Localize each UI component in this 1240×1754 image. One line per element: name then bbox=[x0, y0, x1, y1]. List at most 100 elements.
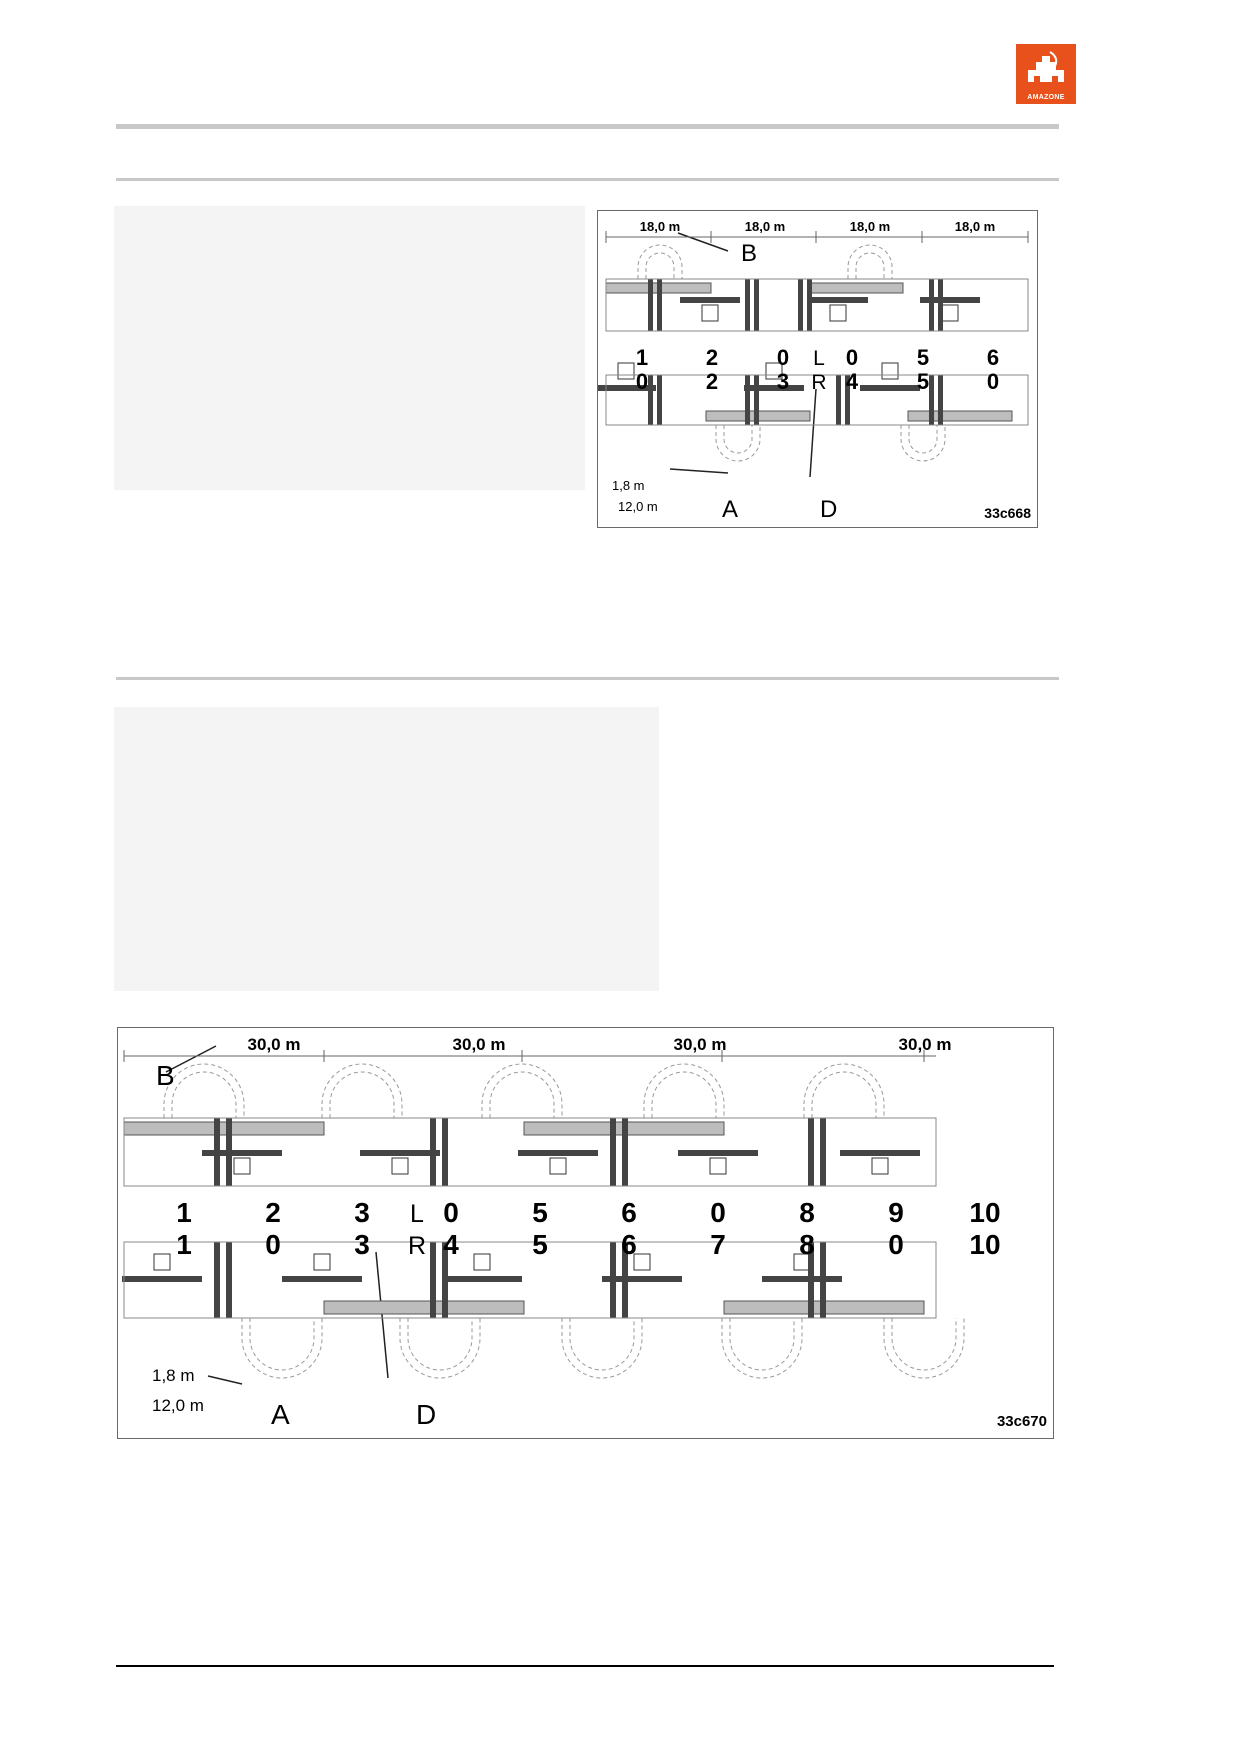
tramline bbox=[938, 279, 943, 331]
drill-bar bbox=[808, 297, 868, 303]
figure-tramline-30m: 30,0 m 30,0 m 30,0 m 30,0 m 1 2 3 L 0 5 … bbox=[117, 1027, 1054, 1439]
tractor-icon bbox=[233, 1157, 251, 1175]
tractor-icon bbox=[701, 304, 719, 322]
label-a: A bbox=[722, 496, 738, 523]
turn-track bbox=[729, 1318, 795, 1371]
tractor-icon bbox=[829, 304, 847, 322]
section-rule-1 bbox=[116, 178, 1059, 181]
tramline bbox=[836, 375, 841, 425]
tram-count: 1 bbox=[176, 1229, 192, 1260]
tractor-icon bbox=[153, 1253, 171, 1271]
tramline bbox=[929, 375, 934, 425]
side-label-r: R bbox=[408, 1232, 426, 1260]
drill-bar bbox=[602, 1276, 682, 1282]
tram-count: 2 bbox=[706, 345, 718, 370]
field-strip bbox=[123, 1241, 937, 1319]
width-label: 18,0 m bbox=[955, 219, 995, 234]
tram-count: 8 bbox=[799, 1197, 815, 1228]
label-a: A bbox=[271, 1399, 290, 1430]
tramline-diagram: 18,0 m 18,0 m 18,0 m 18,0 m 1 2 0 L 0 5 … bbox=[598, 219, 1031, 523]
width-label: 18,0 m bbox=[745, 219, 785, 234]
tram-count: 6 bbox=[621, 1229, 637, 1260]
tram-count: 2 bbox=[706, 369, 718, 394]
sprayer-boom bbox=[907, 410, 1013, 422]
leader-line bbox=[207, 1375, 243, 1385]
leader-line bbox=[375, 1251, 389, 1379]
turn-track bbox=[847, 244, 893, 279]
tramline bbox=[622, 1242, 628, 1318]
tramline bbox=[929, 279, 934, 331]
drill-bar bbox=[598, 385, 656, 391]
turn-track bbox=[651, 1071, 717, 1118]
tramline bbox=[820, 1242, 826, 1318]
sprayer-boom bbox=[123, 1121, 325, 1136]
tram-count: 0 bbox=[636, 369, 648, 394]
drill-bar bbox=[202, 1150, 282, 1156]
label-b: B bbox=[741, 240, 757, 267]
tramline bbox=[648, 375, 653, 425]
tramline bbox=[754, 279, 759, 331]
tramline bbox=[807, 279, 812, 331]
tractor-icon bbox=[941, 304, 959, 322]
turn-track bbox=[407, 1318, 473, 1371]
drill-bar bbox=[762, 1276, 842, 1282]
tram-count: 10 bbox=[969, 1197, 1000, 1228]
tramline bbox=[820, 1118, 826, 1186]
tram-count: 0 bbox=[265, 1229, 281, 1260]
tramline bbox=[226, 1242, 232, 1318]
amazone-logo: AMAZONE bbox=[1016, 44, 1076, 104]
dim-large-label: 12,0 m bbox=[618, 499, 658, 514]
width-label: 18,0 m bbox=[640, 219, 680, 234]
drill-bar bbox=[282, 1276, 362, 1282]
turn-track bbox=[399, 1318, 481, 1379]
figure-tramline-18m: 18,0 m 18,0 m 18,0 m 18,0 m 1 2 0 L 0 5 … bbox=[597, 210, 1038, 528]
figure-id: 33c668 bbox=[984, 505, 1031, 521]
header-rule bbox=[116, 124, 1059, 129]
turn-track bbox=[329, 1071, 395, 1118]
leader-line bbox=[677, 232, 729, 252]
drill-bar bbox=[744, 385, 804, 391]
turn-track bbox=[569, 1318, 635, 1371]
tramline bbox=[845, 375, 850, 425]
logo-text: AMAZONE bbox=[1027, 94, 1065, 101]
tram-count: 0 bbox=[777, 345, 789, 370]
tractor-icon bbox=[881, 362, 899, 380]
sprayer-boom bbox=[323, 1300, 525, 1315]
tram-count: 6 bbox=[987, 345, 999, 370]
tramline bbox=[622, 1118, 628, 1186]
tram-count: 0 bbox=[987, 369, 999, 394]
tramline bbox=[226, 1118, 232, 1186]
tramline bbox=[442, 1242, 448, 1318]
figure-id: 33c670 bbox=[997, 1413, 1047, 1430]
drill-bar bbox=[840, 1150, 920, 1156]
tramline bbox=[657, 375, 662, 425]
field-strip bbox=[605, 374, 1029, 426]
tram-count: 0 bbox=[443, 1197, 459, 1228]
tramline bbox=[745, 279, 750, 331]
tractor-icon bbox=[313, 1253, 331, 1271]
width-label: 30,0 m bbox=[453, 1035, 506, 1054]
turn-track bbox=[171, 1071, 237, 1118]
turn-track bbox=[900, 425, 946, 462]
drill-bar bbox=[678, 1150, 758, 1156]
label-d: D bbox=[820, 496, 837, 523]
turn-track bbox=[723, 425, 753, 454]
field-strip bbox=[605, 278, 1029, 332]
turn-track bbox=[561, 1318, 643, 1379]
tramline bbox=[430, 1242, 436, 1318]
turn-track bbox=[721, 1318, 803, 1379]
width-label: 30,0 m bbox=[674, 1035, 727, 1054]
tram-count: 3 bbox=[354, 1197, 370, 1228]
label-d: D bbox=[416, 1399, 436, 1430]
tramline bbox=[938, 375, 943, 425]
tram-count: 8 bbox=[799, 1229, 815, 1260]
side-label-l: L bbox=[410, 1200, 424, 1228]
width-label: 18,0 m bbox=[850, 219, 890, 234]
tramline bbox=[745, 375, 750, 425]
tractor-icon bbox=[391, 1157, 409, 1175]
tractor-icon bbox=[473, 1253, 491, 1271]
tram-count: 2 bbox=[265, 1197, 281, 1228]
field-strip bbox=[123, 1117, 937, 1187]
turn-track bbox=[891, 1318, 957, 1371]
footer-rule bbox=[116, 1665, 1054, 1667]
